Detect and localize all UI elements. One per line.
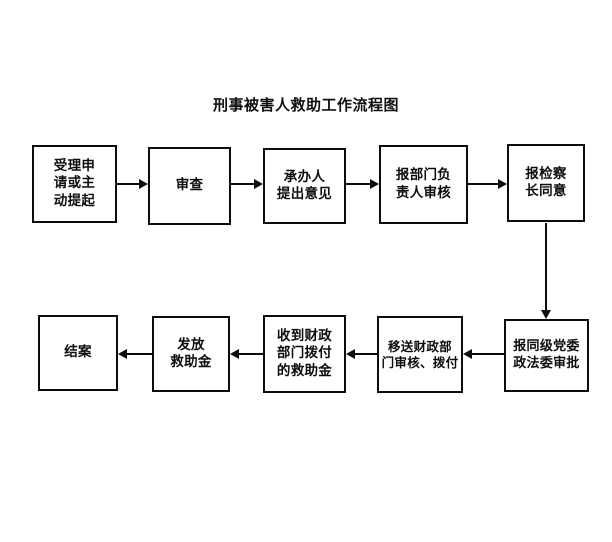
flow-node-8-line-2: 部门拨付	[276, 345, 333, 362]
flow-node-5[interactable]: 报检察 长同意	[507, 144, 585, 222]
flow-node-5-line-1: 报检察	[525, 165, 567, 182]
flow-node-1[interactable]: 受理申 请或主 动提起	[32, 145, 117, 223]
flow-node-8[interactable]: 收到财政 部门拨付 的救助金	[263, 315, 346, 393]
flow-node-10-line-1: 结案	[64, 344, 92, 361]
flow-edge-6-to-7	[463, 349, 504, 359]
flow-node-1-line-3: 动提起	[53, 192, 96, 209]
flow-node-3-line-2: 提出意见	[276, 186, 333, 202]
flow-edge-1-to-2	[117, 179, 148, 189]
flow-node-7-line-1: 移送财政部	[387, 338, 452, 354]
flow-node-3[interactable]: 承办人 提出意见	[263, 148, 346, 224]
flow-node-4-line-1: 报部门负	[395, 167, 452, 184]
flow-edge-9-to-10	[118, 349, 152, 359]
flow-node-6-line-1: 报同级党委	[513, 338, 580, 354]
flow-node-8-line-1: 收到财政	[276, 328, 333, 345]
flow-edge-7-to-8	[346, 349, 377, 359]
flow-edge-4-to-5	[468, 179, 507, 189]
flow-node-4-line-2: 责人审核	[395, 184, 452, 201]
flow-node-7[interactable]: 移送财政部 门审核、拨付	[377, 316, 463, 393]
flow-edge-2-to-3	[231, 179, 263, 189]
flow-node-2[interactable]: 审查	[148, 147, 231, 225]
flow-node-4[interactable]: 报部门负 责人审核	[379, 145, 468, 224]
flow-node-9-line-2: 救助金	[170, 354, 212, 370]
flow-edge-3-to-4	[346, 179, 379, 189]
flow-node-1-line-2: 请或主	[53, 175, 96, 192]
flow-node-10[interactable]: 结案	[38, 315, 118, 391]
flow-node-6-line-2: 政法委审批	[513, 355, 580, 371]
flow-node-2-line-1: 审查	[175, 177, 204, 194]
flow-node-8-line-3: 的救助金	[276, 362, 333, 379]
flow-node-9[interactable]: 发放 救助金	[152, 316, 230, 392]
flow-node-7-line-2: 门审核、拨付	[381, 354, 459, 370]
flow-node-6[interactable]: 报同级党委 政法委审批	[504, 319, 589, 392]
flow-node-1-line-1: 受理申	[53, 158, 96, 175]
flow-edge-5-to-6	[541, 223, 551, 319]
flow-node-5-line-2: 长同意	[525, 183, 567, 199]
flow-node-9-line-1: 发放	[177, 336, 205, 353]
page-title: 刑事被害人救助工作流程图	[212, 96, 399, 114]
flow-edge-8-to-9	[230, 349, 263, 359]
flow-node-3-line-1: 承办人	[283, 168, 326, 185]
